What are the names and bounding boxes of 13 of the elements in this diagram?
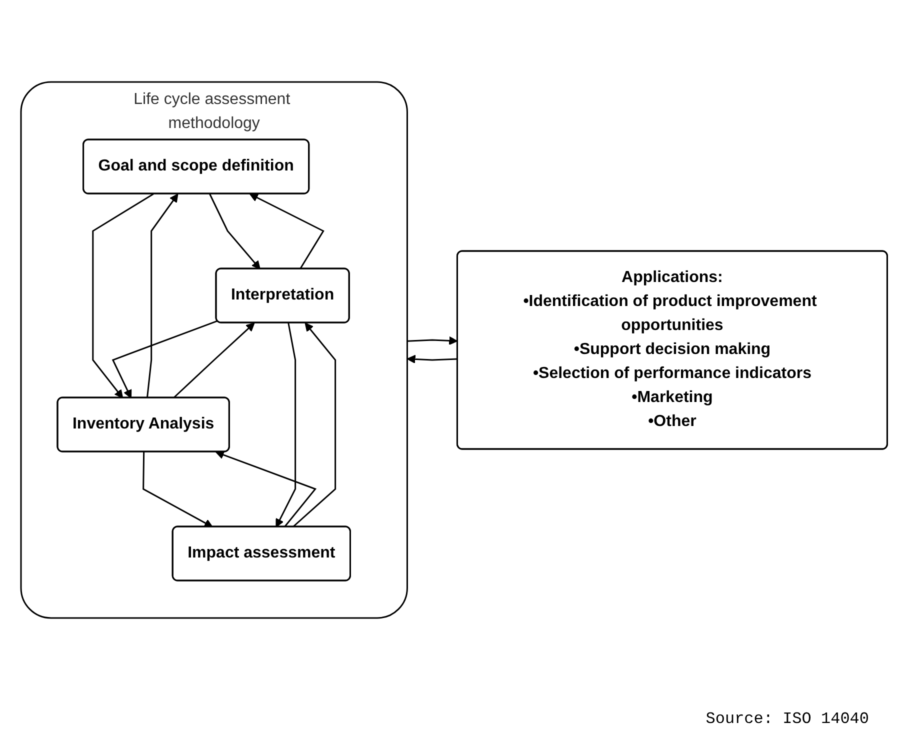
arrow (292, 322, 336, 528)
source-caption: Source: ISO 14040 (706, 710, 869, 728)
arrow (209, 194, 261, 270)
arrow (173, 322, 256, 399)
arrow (408, 336, 458, 346)
arrow (146, 194, 179, 398)
arrow (216, 450, 317, 528)
arrow (112, 320, 218, 398)
arrow (142, 452, 214, 528)
arrow (276, 322, 296, 528)
arrow (250, 194, 325, 270)
arrow (407, 354, 458, 364)
arrow (92, 193, 154, 398)
